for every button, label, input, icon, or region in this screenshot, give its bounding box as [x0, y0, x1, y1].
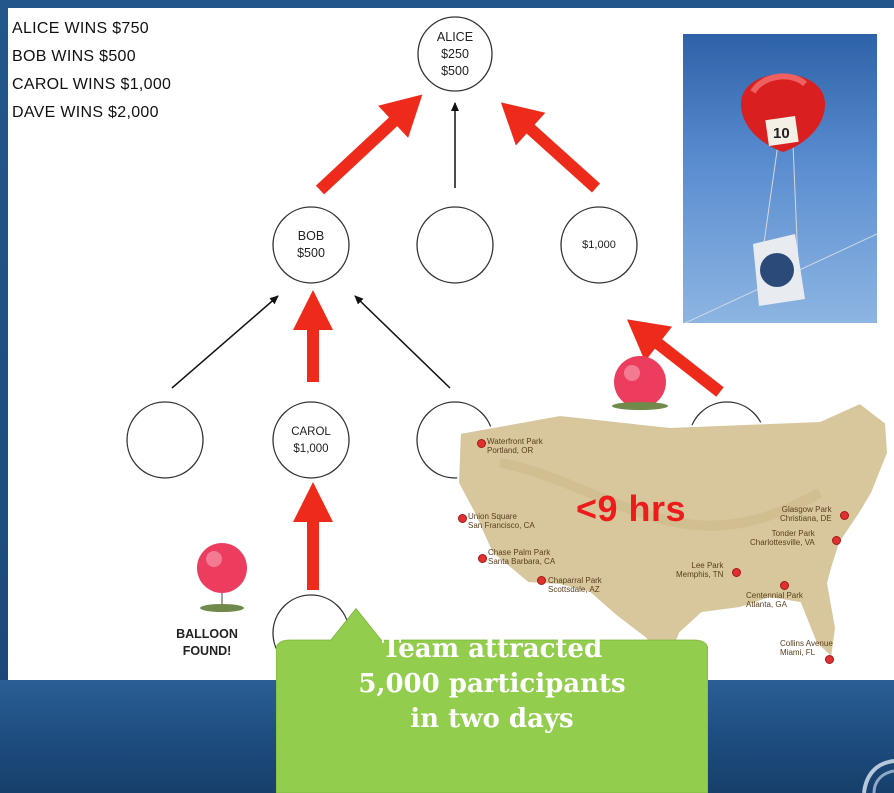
winnings-line-carol: CAROL WINS $1,000	[12, 76, 172, 93]
node-bob-label: BOB $500	[274, 228, 348, 262]
balloon-found-label: BALLOON FOUND!	[168, 626, 246, 660]
balloon-photo: 10	[683, 34, 877, 323]
balloon-icon-found	[197, 543, 247, 612]
red-arrow-found-to-carol	[293, 482, 333, 590]
callout-line-1: Team attracted	[381, 634, 603, 664]
node-bob-name: BOB	[297, 229, 325, 243]
winnings-line-alice: ALICE WINS $750	[12, 20, 149, 37]
balloon-found-line-2: FOUND!	[182, 644, 232, 658]
corner-decoration	[862, 759, 894, 793]
node-carol-label: CAROL $1,000	[274, 424, 348, 458]
node-alice-amount-1: $250	[441, 47, 469, 61]
map-pin-memphis	[732, 568, 741, 577]
red-arrows	[293, 94, 724, 590]
winnings-line-bob: BOB WINS $500	[12, 48, 136, 65]
map-pin-miami	[825, 655, 834, 664]
node-empty-middle	[416, 206, 494, 284]
map-pin-santabarbara	[478, 554, 487, 563]
node-1000	[560, 206, 638, 284]
node-bob-amount: $500	[297, 246, 325, 260]
red-arrow-carol-to-bob	[293, 290, 333, 382]
red-arrow-right-to-alice	[500, 102, 601, 193]
arrow-right-to-bob	[354, 295, 451, 389]
callout-line-2: 5,000 participants	[358, 669, 626, 699]
usa-map-shape	[456, 401, 890, 665]
balloon-icon-right	[610, 356, 670, 410]
node-alice-amount-2: $500	[441, 64, 469, 78]
time-headline: <9 hrs	[576, 488, 687, 529]
map-pin-christiana	[840, 511, 849, 520]
map-pin-charlottesville	[832, 536, 841, 545]
red-arrow-to-1000-node	[627, 319, 724, 397]
winnings-line-dave: DAVE WINS $2,000	[12, 104, 159, 121]
node-alice-name: ALICE	[436, 30, 474, 44]
node-carol-name: CAROL	[291, 426, 331, 438]
red-arrow-bob-to-alice	[315, 94, 423, 195]
callout-text: Team attracted 5,000 participants in two…	[276, 632, 708, 737]
balloon-number: 10	[773, 125, 790, 142]
map-pin-sanfrancisco	[458, 514, 467, 523]
map-pin-atlanta	[780, 581, 789, 590]
node-1000-label: $1,000	[582, 239, 616, 251]
map-pin-portland	[477, 439, 486, 448]
arrow-left-to-bob	[171, 295, 279, 389]
node-carol-amount: $1,000	[293, 443, 329, 455]
node-bob	[272, 206, 350, 284]
callout-line-3: in two days	[410, 704, 574, 734]
node-alice	[417, 16, 493, 92]
node-alice-label: ALICE $250 $500	[418, 29, 492, 80]
map-pin-scottsdale	[537, 576, 546, 585]
balloon-photo-drawing: 10	[683, 73, 877, 323]
balloon-found-line-1: BALLOON	[176, 627, 238, 641]
node-empty-left	[126, 401, 204, 479]
node-carol	[272, 401, 350, 479]
